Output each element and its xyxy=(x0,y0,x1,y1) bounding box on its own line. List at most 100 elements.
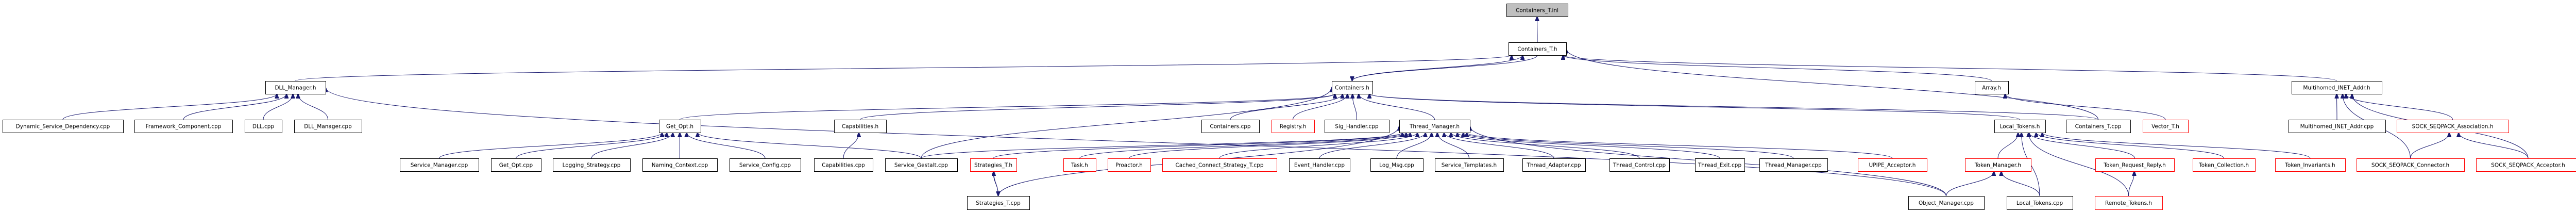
node-box[interactable] xyxy=(1063,158,1096,172)
node-event-handler-cpp[interactable]: Event_Handler.cpp xyxy=(1289,158,1350,172)
node-box[interactable] xyxy=(265,81,326,94)
node-thread-manager-cpp[interactable]: Thread_Manager.cpp xyxy=(1759,158,1828,172)
node-containers-t-inl[interactable]: Containers_T.inl xyxy=(1506,4,1568,17)
node-service-manager-cpp[interactable]: Service_Manager.cpp xyxy=(400,158,479,172)
node-dll-manager-h[interactable]: DLL_Manager.h xyxy=(265,81,326,94)
node-box[interactable] xyxy=(1994,120,2046,133)
node-box[interactable] xyxy=(2143,120,2189,133)
node-box[interactable] xyxy=(1435,158,1504,172)
node-sock-seqpack-connector-h[interactable]: SOCK_SEQPACK_Connector.h xyxy=(2357,158,2465,172)
node-service-gestalt-cpp[interactable]: Service_Gestalt.cpp xyxy=(885,158,958,172)
node-token-request-reply-h[interactable]: Token_Request_Reply.h xyxy=(2095,158,2175,172)
node-containers-t-h[interactable]: Containers_T.h xyxy=(1509,42,1567,56)
node-box[interactable] xyxy=(134,120,233,133)
node-box[interactable] xyxy=(2095,158,2175,172)
node-box[interactable] xyxy=(1965,158,2031,172)
node-box[interactable] xyxy=(1108,158,1151,172)
node-box[interactable] xyxy=(1759,158,1828,172)
node-thread-exit-cpp[interactable]: Thread_Exit.cpp xyxy=(1695,158,1745,172)
node-multihomed-inet-addr-cpp[interactable]: Multihomed_INET_Addr.cpp xyxy=(2289,120,2386,133)
node-box[interactable] xyxy=(400,158,479,172)
node-box[interactable] xyxy=(2193,158,2256,172)
node-thread-control-cpp[interactable]: Thread_Control.cpp xyxy=(1609,158,1670,172)
node-box[interactable] xyxy=(2095,196,2163,210)
node-log-msg-cpp[interactable]: Log_Msg.cpp xyxy=(1370,158,1423,172)
node-box[interactable] xyxy=(659,120,701,133)
node-upipe-acceptor-h[interactable]: UPIPE_Acceptor.h xyxy=(1858,158,1927,172)
node-box[interactable] xyxy=(970,158,1017,172)
node-box[interactable] xyxy=(1506,4,1568,17)
node-box[interactable] xyxy=(834,120,887,133)
node-containers-t-cpp[interactable]: Containers_T.cpp xyxy=(2066,120,2131,133)
node-box[interactable] xyxy=(2476,158,2576,172)
node-box[interactable] xyxy=(1522,158,1586,172)
node-sock-seqpack-association-h[interactable]: SOCK_SEQPACK_Association.h xyxy=(2397,120,2509,133)
node-box[interactable] xyxy=(2066,120,2131,133)
node-cached-connect-strategy-t-cpp[interactable]: Cached_Connect_Strategy_T.cpp xyxy=(1162,158,1277,172)
node-box[interactable] xyxy=(1325,120,1389,133)
node-strategies-t-cpp[interactable]: Strategies_T.cpp xyxy=(967,196,1030,210)
node-object-manager-cpp[interactable]: Object_Manager.cpp xyxy=(1908,196,1985,210)
node-box[interactable] xyxy=(1509,42,1567,56)
node-box[interactable] xyxy=(294,120,362,133)
node-box[interactable] xyxy=(553,158,631,172)
node-box[interactable] xyxy=(1332,81,1373,94)
node-box[interactable] xyxy=(1399,120,1470,133)
node-framework-component-cpp[interactable]: Framework_Component.cpp xyxy=(134,120,233,133)
node-box[interactable] xyxy=(245,120,282,133)
node-proactor-h[interactable]: Proactor.h xyxy=(1108,158,1151,172)
node-strategies-t-h[interactable]: Strategies_T.h xyxy=(970,158,1017,172)
node-box[interactable] xyxy=(2292,81,2382,94)
node-get-opt-cpp[interactable]: Get_Opt.cpp xyxy=(491,158,541,172)
node-local-tokens-h[interactable]: Local_Tokens.h xyxy=(1994,120,2046,133)
node-local-tokens-cpp[interactable]: Local_Tokens.cpp xyxy=(2007,196,2073,210)
node-box[interactable] xyxy=(967,196,1030,210)
node-box[interactable] xyxy=(1201,120,1260,133)
node-registry-h[interactable]: Registry.h xyxy=(1272,120,1315,133)
node-token-invariants-h[interactable]: Token_Invariants.h xyxy=(2275,158,2346,172)
node-box[interactable] xyxy=(2275,158,2346,172)
node-box[interactable] xyxy=(3,120,124,133)
node-box[interactable] xyxy=(1695,158,1745,172)
node-box[interactable] xyxy=(2007,196,2073,210)
node-naming-context-cpp[interactable]: Naming_Context.cpp xyxy=(642,158,718,172)
node-service-templates-h[interactable]: Service_Templates.h xyxy=(1435,158,1504,172)
node-vector-t-h[interactable]: Vector_T.h xyxy=(2143,120,2189,133)
node-task-h[interactable]: Task.h xyxy=(1063,158,1096,172)
node-get-opt-h[interactable]: Get_Opt.h xyxy=(659,120,701,133)
node-sock-seqpack-acceptor-h[interactable]: SOCK_SEQPACK_Acceptor.h xyxy=(2476,158,2576,172)
node-capabilities-cpp[interactable]: Capabilities.cpp xyxy=(814,158,873,172)
node-array-h[interactable]: Array.h xyxy=(1975,81,2009,94)
node-thread-manager-h[interactable]: Thread_Manager.h xyxy=(1399,120,1470,133)
node-box[interactable] xyxy=(1975,81,2009,94)
node-sig-handler-cpp[interactable]: Sig_Handler.cpp xyxy=(1325,120,1389,133)
node-box[interactable] xyxy=(814,158,873,172)
node-box[interactable] xyxy=(1289,158,1350,172)
node-box[interactable] xyxy=(1370,158,1423,172)
node-box[interactable] xyxy=(1908,196,1985,210)
node-remote-tokens-h[interactable]: Remote_Tokens.h xyxy=(2095,196,2163,210)
node-logging-strategy-cpp[interactable]: Logging_Strategy.cpp xyxy=(553,158,631,172)
node-box[interactable] xyxy=(2289,120,2386,133)
node-token-manager-h[interactable]: Token_Manager.h xyxy=(1965,158,2031,172)
node-box[interactable] xyxy=(642,158,718,172)
node-box[interactable] xyxy=(2397,120,2509,133)
node-multihomed-inet-addr-h[interactable]: Multihomed_INET_Addr.h xyxy=(2292,81,2382,94)
node-box[interactable] xyxy=(1272,120,1315,133)
node-box[interactable] xyxy=(1162,158,1277,172)
node-dll-manager-cpp[interactable]: DLL_Manager.cpp xyxy=(294,120,362,133)
node-service-config-cpp[interactable]: Service_Config.cpp xyxy=(730,158,801,172)
node-box[interactable] xyxy=(2357,158,2465,172)
node-containers-h[interactable]: Containers.h xyxy=(1332,81,1373,94)
node-box[interactable] xyxy=(885,158,958,172)
node-thread-adapter-cpp[interactable]: Thread_Adapter.cpp xyxy=(1522,158,1586,172)
node-box[interactable] xyxy=(1858,158,1927,172)
node-box[interactable] xyxy=(491,158,541,172)
node-containers-cpp[interactable]: Containers.cpp xyxy=(1201,120,1260,133)
node-capabilities-h[interactable]: Capabilities.h xyxy=(834,120,887,133)
node-box[interactable] xyxy=(730,158,801,172)
node-dll-cpp[interactable]: DLL.cpp xyxy=(245,120,282,133)
node-token-collection-h[interactable]: Token_Collection.h xyxy=(2193,158,2256,172)
node-box[interactable] xyxy=(1609,158,1670,172)
node-dynamic-service-dependency-cpp[interactable]: Dynamic_Service_Dependency.cpp xyxy=(3,120,124,133)
